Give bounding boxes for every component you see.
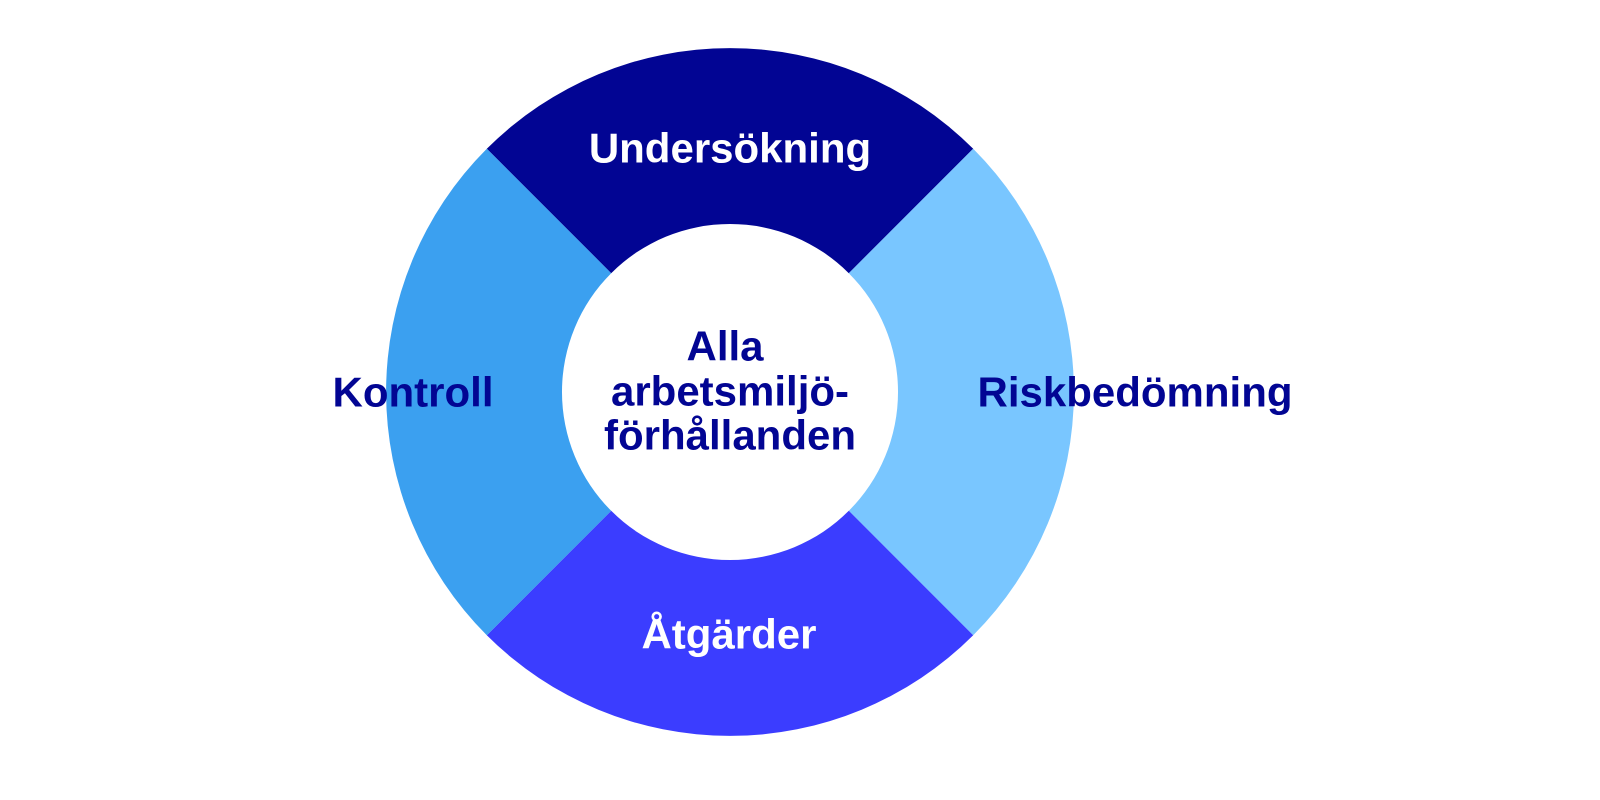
label-riskbedomning: Riskbedömning xyxy=(977,369,1292,416)
label-kontroll: Kontroll xyxy=(333,369,494,416)
center-title: Alla arbetsmiljö- förhållanden xyxy=(604,323,856,459)
segment-kontroll xyxy=(386,148,612,636)
center-line-1: Alla xyxy=(686,323,764,370)
label-undersokning: Undersökning xyxy=(589,125,871,172)
label-atgarder: Åtgärder xyxy=(641,611,816,658)
segment-riskbedomning xyxy=(848,148,1074,636)
center-line-3: förhållanden xyxy=(604,412,856,459)
segment-undersokning xyxy=(486,48,974,274)
segment-atgarder xyxy=(486,510,974,736)
center-line-2: arbetsmiljö- xyxy=(611,368,849,415)
